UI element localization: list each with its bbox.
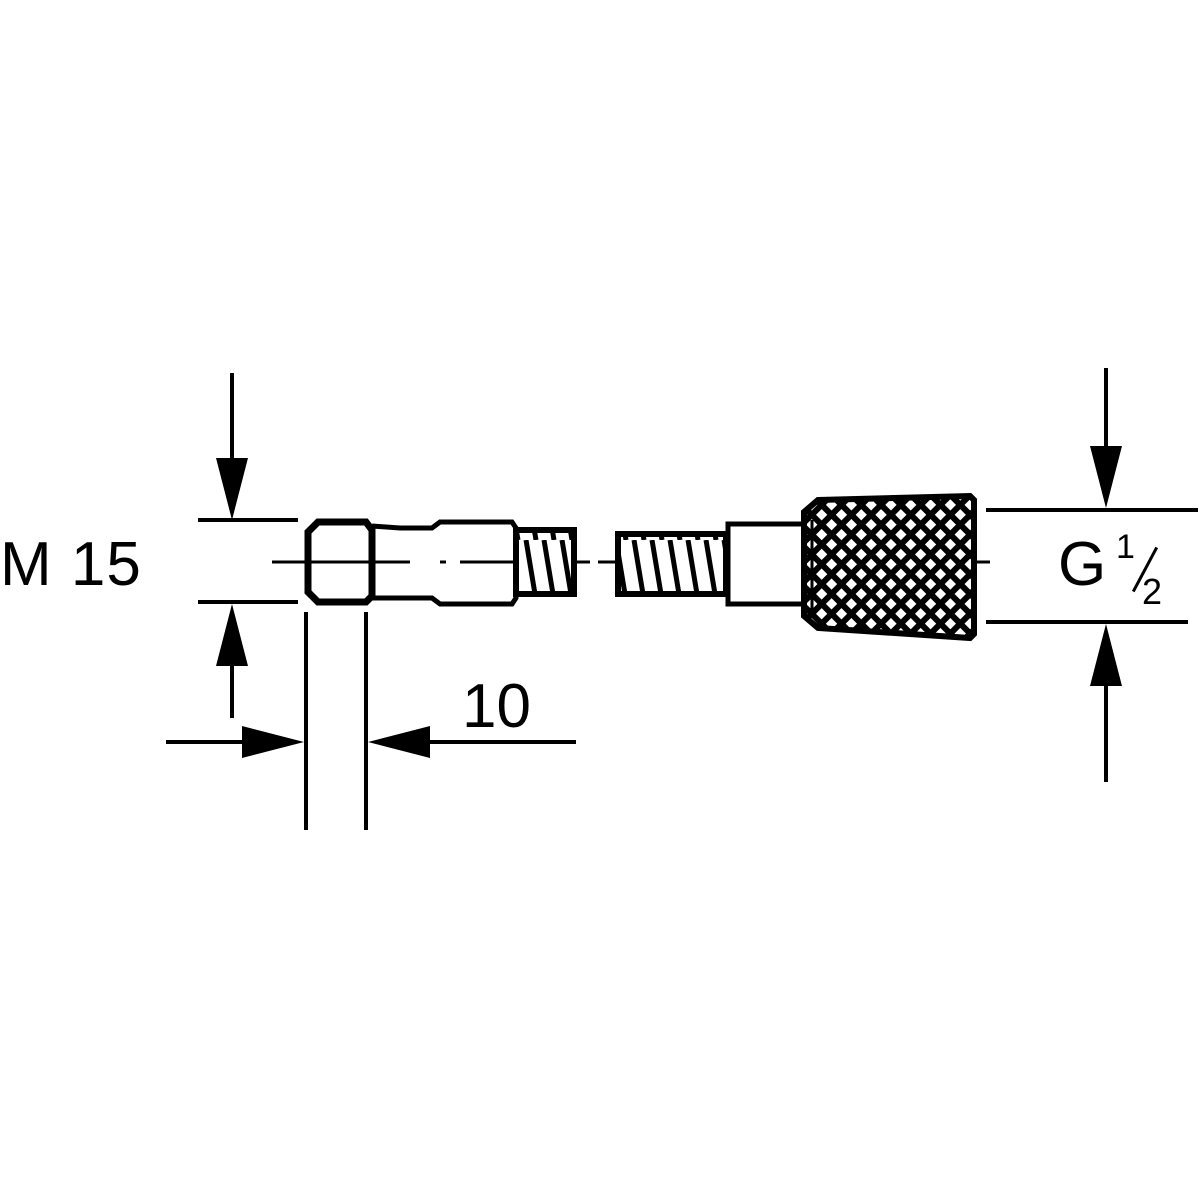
half-fraction-label: 1 2 bbox=[1112, 530, 1176, 610]
arrow-right-icon bbox=[242, 726, 304, 758]
arrow-up-icon bbox=[216, 604, 248, 666]
hex-nut bbox=[304, 518, 376, 606]
m15-label: M 15 bbox=[0, 530, 142, 599]
right-threaded-end bbox=[615, 531, 729, 597]
arrow-down-icon bbox=[1090, 446, 1122, 508]
m15-dimension bbox=[198, 373, 298, 718]
arrow-up-icon bbox=[1090, 624, 1122, 686]
fraction-numerator: 1 bbox=[1116, 528, 1135, 566]
arrow-left-icon bbox=[368, 726, 430, 758]
left-fitting bbox=[304, 518, 577, 607]
arrow-down-icon bbox=[216, 458, 248, 520]
g-half-dimension bbox=[986, 368, 1198, 782]
right-fitting bbox=[615, 492, 977, 642]
g-thread-label: G bbox=[1058, 530, 1107, 599]
width-10-label: 10 bbox=[462, 672, 531, 741]
fraction-denominator: 2 bbox=[1142, 571, 1163, 612]
left-threaded-end bbox=[513, 527, 577, 597]
width-10-dimension bbox=[166, 612, 576, 830]
collar bbox=[725, 521, 811, 607]
knurled-nut bbox=[801, 492, 977, 642]
